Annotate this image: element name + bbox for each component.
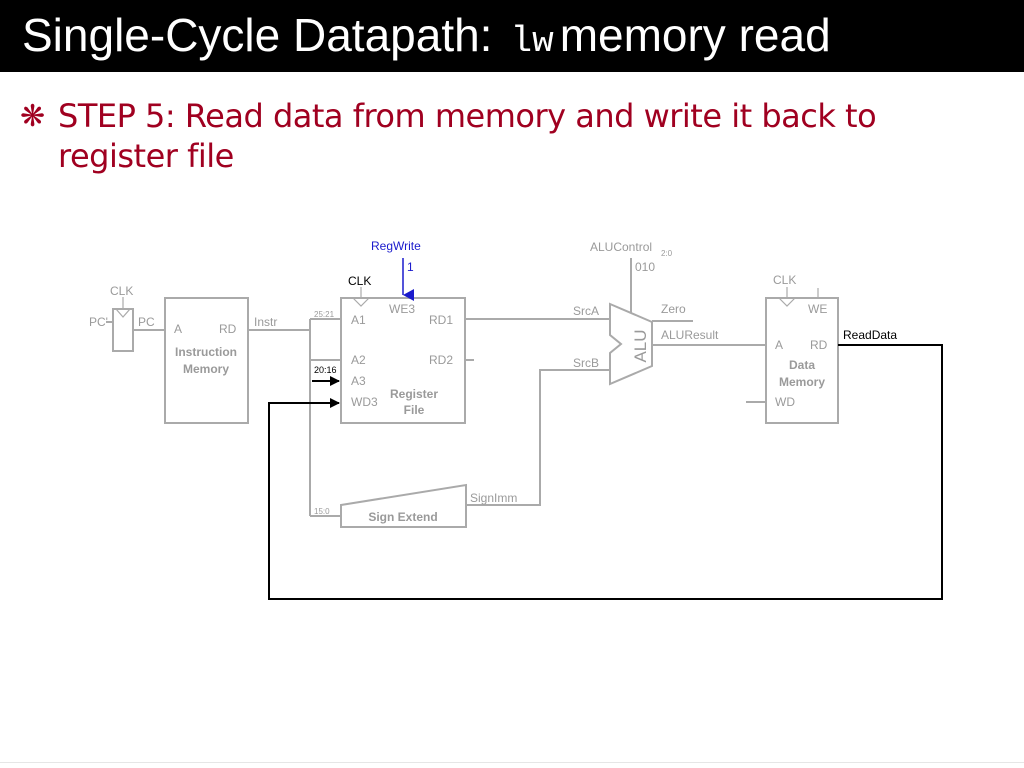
signimm-label: SignImm (470, 491, 517, 505)
slide-bottom-rule (0, 762, 1024, 763)
rf-clk-label: CLK (348, 274, 371, 288)
register-file-box (340, 297, 466, 424)
dmem-port-a: A (775, 338, 783, 352)
imm-field-label: 15:0 (314, 507, 330, 516)
dmem-we-label: WE (808, 302, 827, 316)
regwrite-control: RegWrite 1 (371, 239, 421, 301)
alu: ALU ALUControl 2:0 010 Zero ALUResult (590, 240, 766, 386)
readdata-to-wd3-wire (268, 344, 943, 600)
rf-wd3-label: WD3 (351, 395, 378, 409)
srcb-label: SrcB (573, 356, 599, 370)
instruction-memory-box (164, 297, 249, 424)
register-file: CLK WE3 A1 A2 A3 WD3 RD1 RD2 Register Fi… (340, 274, 474, 424)
instruction-memory: A RD Instruction Memory Instr (164, 297, 310, 424)
asterisk-bullet-icon: ❋ (20, 99, 46, 134)
sign-extend: Sign Extend SignImm SrcB (340, 356, 610, 528)
bullet-text: STEP 5: Read data from memory and write … (58, 97, 877, 175)
pc-register-box (112, 308, 134, 352)
srca-label: SrcA (573, 304, 599, 318)
title-suffix: memory read (559, 9, 831, 61)
dmem-name-line1: Data (789, 358, 815, 372)
imem-port-rd: RD (219, 322, 237, 336)
alucontrol-subscript: 2:0 (661, 249, 673, 258)
rt-field-label: 20:16 (314, 365, 337, 375)
data-memory: CLK WE A RD Data Memory WD (746, 273, 839, 424)
rf-a3-label: A3 (351, 374, 366, 388)
dmem-wd-label: WD (775, 395, 795, 409)
title-code: lw (510, 21, 554, 62)
pc-clock-triangle-icon (115, 308, 131, 318)
alu-shape (609, 302, 653, 386)
pc-input-label: PC' (89, 315, 108, 329)
rs-field-label: 25:21 (314, 310, 335, 319)
readdata-label: ReadData (843, 328, 897, 342)
aluresult-label: ALUResult (661, 328, 719, 342)
imem-port-a: A (174, 322, 182, 336)
rf-rd1-label: RD1 (429, 313, 453, 327)
dmem-port-rd: RD (810, 338, 828, 352)
instruction-bus: 25:21 15:0 (309, 310, 341, 517)
regwrite-value: 1 (407, 260, 414, 274)
alucontrol-value: 010 (635, 260, 655, 274)
data-memory-box (765, 297, 839, 424)
title-prefix: Single-Cycle Datapath: (22, 9, 493, 61)
regwrite-label: RegWrite (371, 239, 421, 253)
pc-output-label: PC (138, 315, 155, 329)
pc-register: CLK PC' PC (89, 284, 165, 352)
rf-a2-label: A2 (351, 353, 366, 367)
alucontrol-label: ALUControl (590, 240, 652, 254)
rf-clock-triangle-icon (352, 297, 370, 307)
dmem-clock-triangle-icon (778, 297, 796, 307)
bullet-point: ❋ STEP 5: Read data from memory and writ… (20, 96, 1000, 176)
zero-label: Zero (661, 302, 686, 316)
imem-name-line2: Memory (183, 362, 229, 376)
sign-extend-box (340, 483, 467, 528)
dmem-clk-label: CLK (773, 273, 796, 287)
imem-name-line1: Instruction (175, 345, 237, 359)
sign-extend-label: Sign Extend (368, 510, 437, 524)
rf-name-line1: Register (390, 387, 438, 401)
signimm-to-srcb-wire (466, 369, 610, 506)
rf-rd2-label: RD2 (429, 353, 453, 367)
rf-name-line2: File (404, 403, 425, 417)
instr-label: Instr (254, 315, 277, 329)
rf-we3-label: WE3 (389, 302, 415, 316)
rf-a1-label: A1 (351, 313, 366, 327)
readdata-writeback-path: ReadData (268, 328, 943, 600)
pc-clk-label: CLK (110, 284, 133, 298)
alu-name: ALU (631, 329, 650, 362)
dmem-name-line2: Memory (779, 375, 825, 389)
